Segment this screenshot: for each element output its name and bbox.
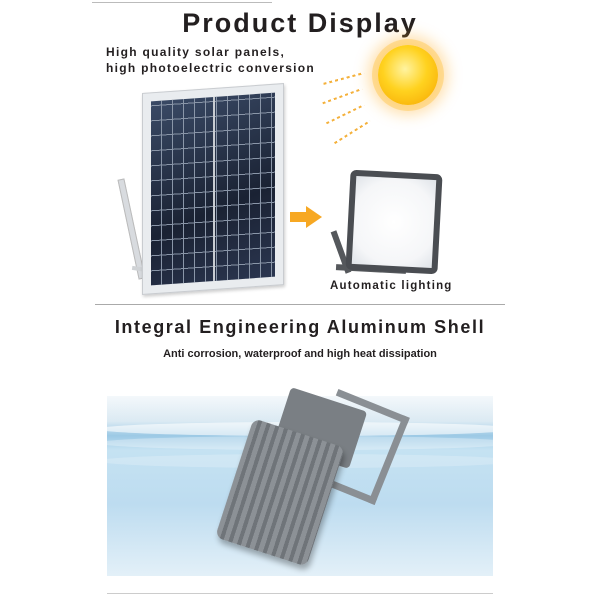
- desc-line-2: high photoelectric conversion: [106, 61, 316, 75]
- sunray-icon: [333, 120, 371, 144]
- sunray-icon: [323, 72, 365, 85]
- section-subtitle: Anti corrosion, waterproof and high heat…: [163, 348, 437, 360]
- desc-line-1: High quality solar panels,: [106, 45, 286, 59]
- sunray-icon: [322, 88, 363, 104]
- sun-icon: [378, 45, 438, 105]
- section-title-aluminum-shell: Integral Engineering Aluminum Shell: [114, 317, 486, 337]
- sunray-icon: [325, 104, 365, 124]
- solar-panel-image: [142, 83, 284, 295]
- section-title-product-display: Product Display: [182, 8, 418, 38]
- automatic-lighting-caption: Automatic lighting: [330, 280, 453, 292]
- top-border: [92, 2, 272, 3]
- section-divider: [95, 304, 505, 305]
- solar-panel-description: High quality solar panels, high photoele…: [106, 44, 315, 76]
- bottom-border: [107, 593, 493, 594]
- floodlight-image: [345, 169, 443, 275]
